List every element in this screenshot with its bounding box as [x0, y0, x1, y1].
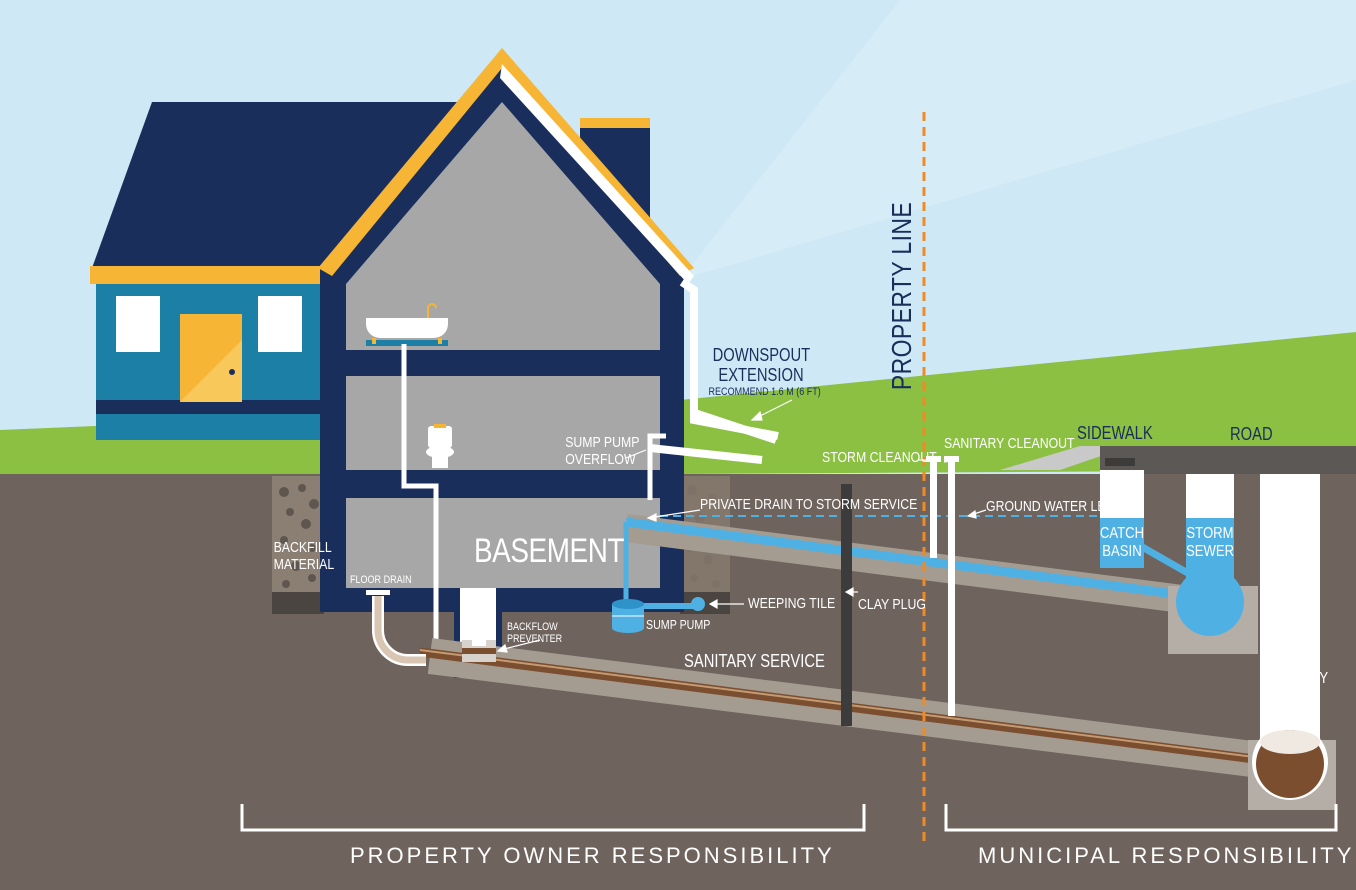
sanitary-cleanout-pipe — [948, 458, 955, 716]
storm-cleanout-pipe — [930, 458, 937, 558]
downspout-extension-label: DOWNSPOUT EXTENSION — [712, 345, 811, 386]
road-label: ROAD — [1230, 424, 1273, 444]
storm-cleanout-label: STORM CLEANOUT — [822, 449, 937, 466]
sky-streak — [680, 0, 1356, 280]
door-shine — [180, 340, 242, 402]
toilet-icon — [426, 424, 454, 468]
storm-sewer-label: STORM SEWER — [1185, 525, 1235, 560]
backflow-valve-icon — [462, 640, 496, 662]
sump-overflow-pipe — [647, 433, 666, 500]
storm-service-pipe — [625, 517, 1191, 601]
right-window — [258, 296, 302, 352]
basement-label: BASEMENT — [474, 532, 625, 570]
downspout-extension-pipe — [690, 408, 778, 444]
sanitary-sewer-highlight — [1260, 730, 1320, 754]
road — [1100, 446, 1356, 474]
sump-pump-label: SUMP PUMP — [646, 617, 711, 632]
roof-gutter — [500, 64, 694, 284]
sidewalk — [1000, 446, 1130, 470]
curb-grate — [1105, 458, 1135, 466]
storm-sewer-main — [1176, 568, 1244, 636]
sanitary-cleanout-cap — [944, 456, 959, 462]
property-owner-responsibility-label: PROPERTY OWNER RESPONSIBILITY — [350, 843, 835, 868]
owner-bracket — [240, 804, 866, 832]
municipal-bracket — [944, 804, 1338, 832]
chimney-trim — [580, 118, 650, 128]
left-window — [116, 296, 160, 352]
main-floor-room — [346, 376, 660, 470]
property-line-label: PROPERTY LINE — [886, 201, 917, 391]
sump-pump-overflow-label: SUMP PUMP OVERFLOW — [565, 434, 640, 468]
private-drain-label: PRIVATE DRAIN TO STORM SERVICE — [700, 496, 918, 513]
clay-plug — [841, 484, 852, 726]
sanitary-cleanout-label: SANITARY CLEANOUT — [944, 435, 1075, 452]
downspout-recommend-label: RECOMMEND 1.6 M (6 FT) — [708, 386, 821, 398]
floor-drain-pipe-inner — [374, 596, 426, 664]
house-drain-stack — [401, 344, 439, 646]
sanitary-sewer-shaft — [1260, 474, 1320, 764]
sump-pump-icon — [612, 599, 644, 633]
sump-overflow-outlet — [649, 444, 763, 464]
door-knob — [229, 369, 235, 375]
storm-cleanout-cap — [926, 456, 941, 462]
sidewalk-label: SIDEWALK — [1077, 423, 1153, 443]
municipal-responsibility-label: MUNICIPAL RESPONSIBILITY — [978, 843, 1355, 868]
left-house-band — [96, 400, 324, 414]
attic-room — [346, 102, 660, 350]
callout-pointers — [496, 399, 987, 653]
sanitary-service-label: SANITARY SERVICE — [684, 651, 825, 671]
catch-basin-label: CATCH BASIN — [1099, 525, 1145, 560]
floor-drain-grate — [366, 590, 390, 595]
backflow-preventer-label: BACKFLOW PREVENTER — [507, 621, 563, 646]
bathtub-icon — [366, 303, 448, 346]
basement-room — [346, 498, 660, 588]
backfill-material-label: BACKFILL MATERIAL — [273, 539, 335, 573]
weeping-tile-label: WEEPING TILE — [748, 595, 836, 612]
floor-drain-label: FLOOR DRAIN — [350, 574, 412, 586]
weeping-tile-icon — [691, 597, 705, 611]
sanitary-sewer-label: SANITARY SEWER — [1263, 670, 1329, 705]
clay-plug-label: CLAY PLUG — [858, 596, 926, 613]
footing-left — [272, 592, 324, 614]
ground-water-level-label: GROUND WATER LEVEL — [986, 498, 1129, 515]
